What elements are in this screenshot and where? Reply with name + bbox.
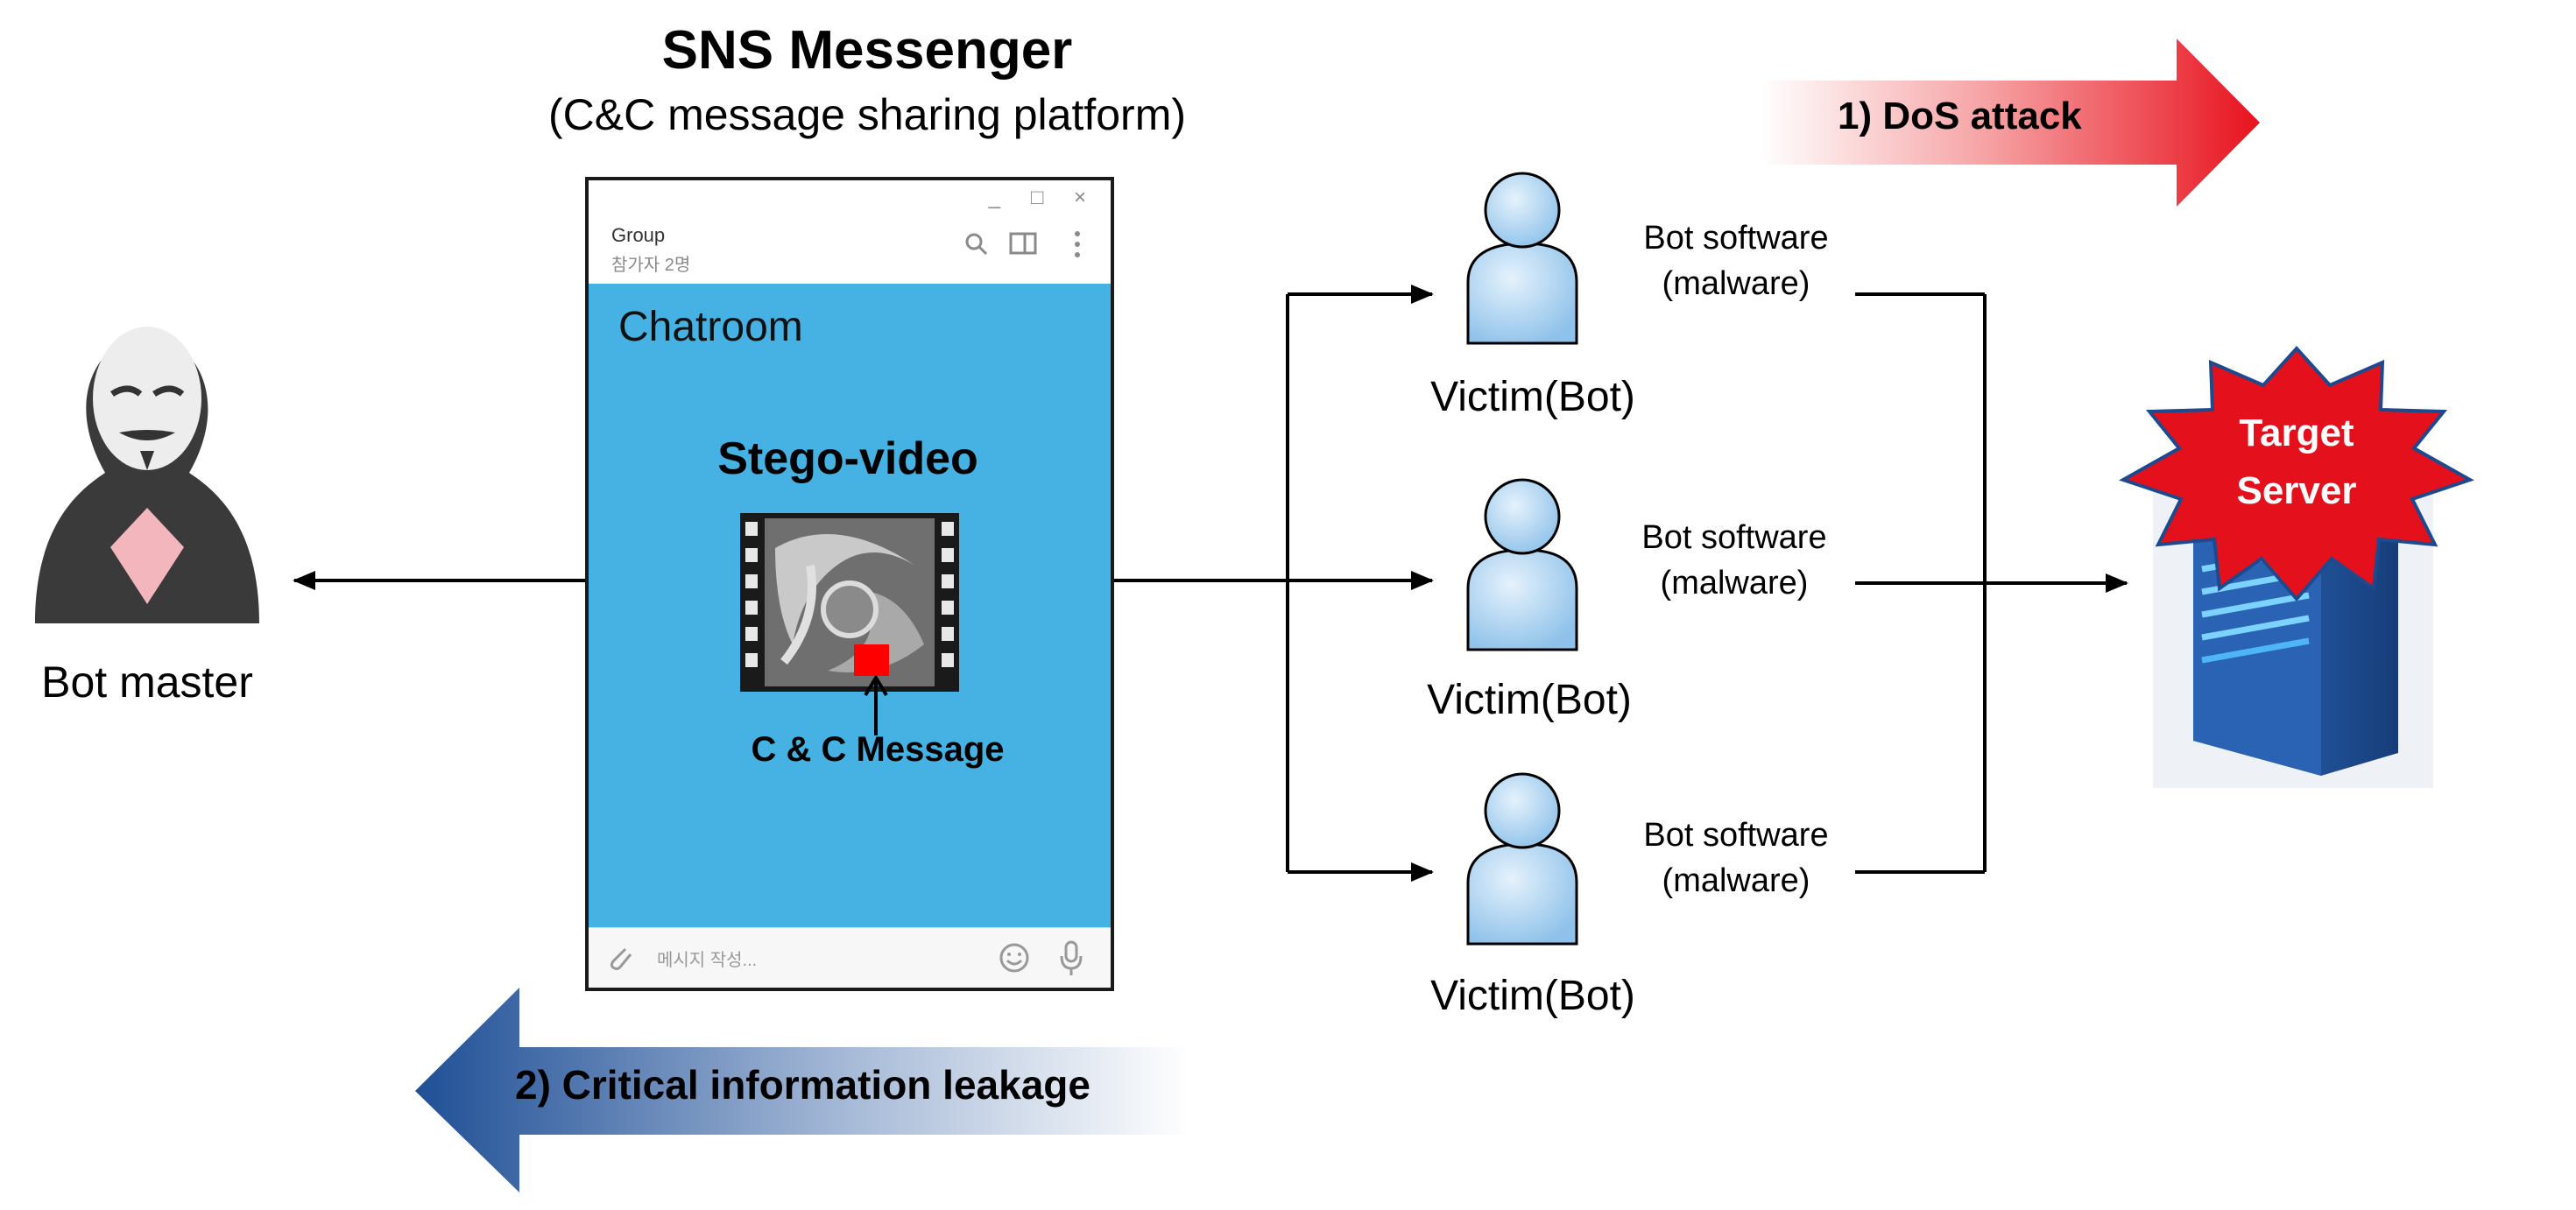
chatroom-area: Chatroom Stego-video C & C Me <box>589 284 1111 932</box>
dos-attack-label: 1) DoS attack <box>1838 95 2082 137</box>
message-input-bar[interactable]: 메시지 작성... <box>589 927 1111 988</box>
stego-video-film-icon[interactable] <box>740 513 959 692</box>
mic-icon[interactable] <box>1058 939 1084 977</box>
victim-person-icon <box>1466 478 1578 651</box>
window-titlebar: _ □ × Group 참가자 2명 <box>589 180 1111 284</box>
window-controls[interactable]: _ □ × <box>988 186 1098 209</box>
message-input-placeholder[interactable]: 메시지 작성... <box>657 951 758 970</box>
victim-person-icon <box>1466 772 1578 946</box>
target-starburst-icon <box>2119 346 2474 602</box>
group-members: 참가자 2명 <box>611 256 691 275</box>
bot-software-label: Bot software (malware) <box>1643 220 1829 302</box>
attach-icon[interactable] <box>604 942 636 974</box>
bot-software-label: Bot software (malware) <box>1641 519 1827 601</box>
info-leakage-arrow <box>415 988 1189 1192</box>
target-server-label: Target Server <box>2236 412 2357 512</box>
messenger-window: _ □ × Group 참가자 2명 Chatroom Stego-video <box>585 177 1114 991</box>
victim-person-icon <box>1466 172 1578 345</box>
dos-attack-arrow <box>1761 39 2260 207</box>
chatroom-label: Chatroom <box>618 304 803 350</box>
panel-icon[interactable] <box>1009 231 1039 257</box>
victim-label: Victim(Bot) <box>1430 973 1635 1019</box>
cc-message-label: C & C Message <box>751 730 1005 769</box>
more-icon[interactable] <box>1072 229 1083 259</box>
info-leakage-label: 2) Critical information leakage <box>515 1062 1090 1108</box>
page-subtitle: (C&C message sharing platform) <box>547 90 1187 139</box>
victim-label: Victim(Bot) <box>1427 677 1632 723</box>
bot-software-label: Bot software (malware) <box>1643 817 1829 899</box>
cc-pointer-arrow <box>864 676 888 735</box>
victim-label: Victim(Bot) <box>1430 374 1635 420</box>
bot-master-label: Bot master <box>41 658 253 707</box>
search-icon[interactable] <box>963 231 990 257</box>
stego-video-label: Stego-video <box>717 433 978 484</box>
bot-master-anonymous-icon <box>35 327 259 623</box>
group-name: Group <box>611 224 666 246</box>
page-title: SNS Messenger <box>661 20 1073 81</box>
emoji-icon[interactable] <box>997 940 1032 975</box>
